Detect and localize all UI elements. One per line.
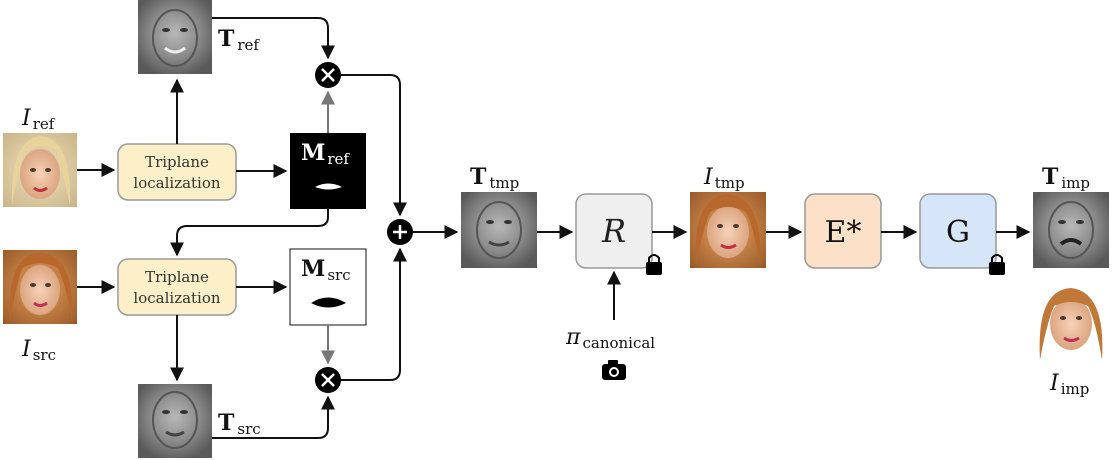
lock-icon bbox=[646, 254, 662, 275]
triplane-ref-line1: Triplane bbox=[145, 153, 209, 171]
generator-box: G bbox=[919, 193, 997, 269]
triplane-localization-src-box: Triplane localization bbox=[117, 258, 237, 316]
triplane-ref-line2: localization bbox=[133, 174, 220, 192]
triplane-src-line2: localization bbox=[133, 289, 220, 307]
lock-icon bbox=[989, 254, 1005, 275]
triplane-localization-ref-box: Triplane localization bbox=[117, 143, 237, 201]
photo-src bbox=[3, 250, 77, 324]
encoder-symbol: E* bbox=[825, 215, 862, 250]
photo-imp bbox=[1033, 286, 1109, 362]
renderer-symbol: R bbox=[601, 212, 626, 250]
connectors bbox=[77, 17, 1031, 439]
photo-tmp bbox=[690, 192, 766, 268]
photo-ref bbox=[3, 133, 77, 207]
texture-src bbox=[138, 384, 212, 458]
triplane-src-line1: Triplane bbox=[145, 268, 209, 286]
encoder-box: E* bbox=[804, 193, 882, 269]
plus-operator-icon bbox=[387, 219, 413, 245]
texture-ref bbox=[138, 0, 212, 74]
renderer-box: R bbox=[575, 193, 653, 269]
multiply-operator-icon bbox=[315, 367, 341, 393]
camera-icon bbox=[602, 360, 626, 380]
generator-symbol: G bbox=[946, 215, 970, 250]
texture-imp bbox=[1033, 192, 1109, 268]
mask-ref bbox=[290, 133, 366, 209]
multiply-operator-icon bbox=[315, 62, 341, 88]
texture-tmp bbox=[461, 192, 537, 268]
mask-src bbox=[289, 248, 367, 326]
